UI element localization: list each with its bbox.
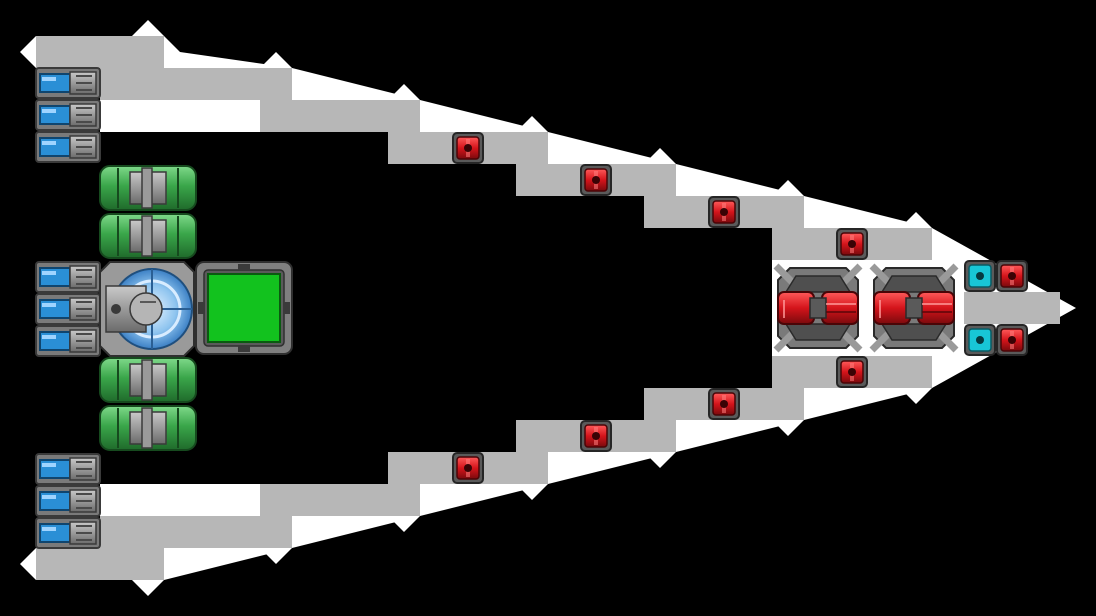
corridor-bow[interactable]: [964, 292, 1060, 324]
point-turret-icon[interactable]: [452, 132, 484, 164]
point-turret-icon[interactable]: [708, 388, 740, 420]
thruster-icon[interactable]: [35, 131, 101, 163]
thruster-icon[interactable]: [35, 485, 101, 517]
sensor-icon[interactable]: [964, 260, 996, 292]
thruster-icon[interactable]: [35, 325, 101, 357]
point-turret-icon[interactable]: [836, 228, 868, 260]
thruster-icon[interactable]: [35, 99, 101, 131]
thruster-icon[interactable]: [35, 261, 101, 293]
heavy-gun-icon[interactable]: [872, 266, 956, 350]
fuel-tank-icon[interactable]: [99, 357, 197, 403]
control-console-icon[interactable]: [195, 261, 293, 355]
point-turret-icon[interactable]: [996, 324, 1028, 356]
heavy-gun-icon[interactable]: [776, 266, 860, 350]
thruster-bank-bottom[interactable]: [35, 453, 101, 549]
fuel-tank-icon[interactable]: [99, 213, 197, 259]
thruster-icon[interactable]: [35, 517, 101, 549]
sensor-icon[interactable]: [964, 324, 996, 356]
thruster-icon[interactable]: [35, 293, 101, 325]
point-turret-icon[interactable]: [580, 420, 612, 452]
point-turret-icon[interactable]: [996, 260, 1028, 292]
thruster-icon[interactable]: [35, 453, 101, 485]
point-turret-icon[interactable]: [452, 452, 484, 484]
fuel-tank-icon[interactable]: [99, 165, 197, 211]
interior-void: [228, 132, 772, 484]
thruster-bank-top[interactable]: [35, 67, 101, 163]
point-turret-icon[interactable]: [580, 164, 612, 196]
point-turret-icon[interactable]: [708, 196, 740, 228]
thruster-icon[interactable]: [35, 67, 101, 99]
point-turret-icon[interactable]: [836, 356, 868, 388]
thruster-bank-middle[interactable]: [35, 261, 101, 357]
fuel-tank-icon[interactable]: [99, 405, 197, 451]
reactor-icon[interactable]: [99, 261, 195, 357]
